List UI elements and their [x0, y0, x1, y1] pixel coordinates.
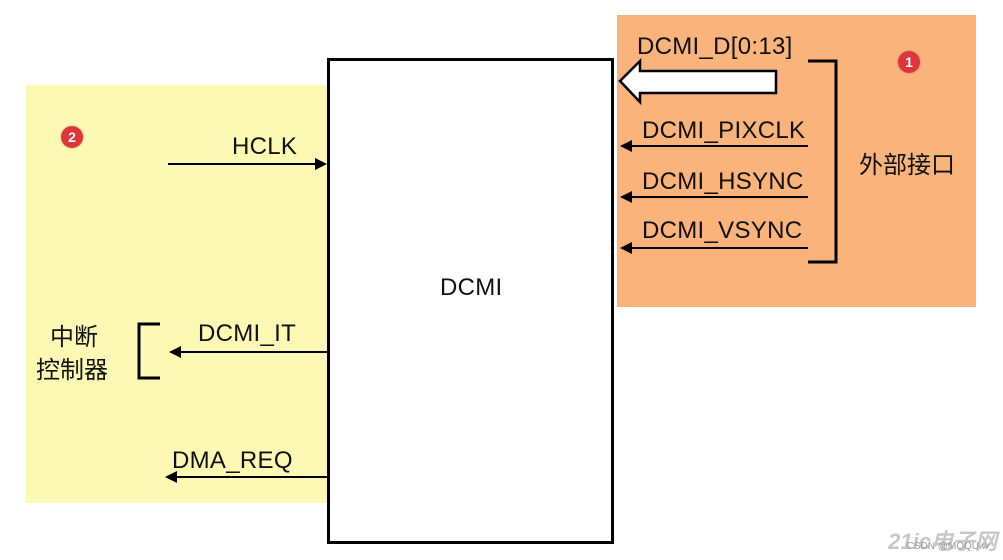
watermark-caption: CSDN @MOQU.w [906, 541, 989, 552]
external-zone-badge: 1 [898, 51, 920, 73]
hsync-label: DCMI_HSYNC [642, 168, 804, 195]
data-bus-label: DCMI_D[0:13] [637, 33, 793, 60]
interrupt-controller-label-line1: 中断 [50, 323, 98, 351]
dma-label: DMA_REQ [172, 447, 293, 474]
vsync-arrowhead [620, 242, 632, 254]
interrupt-controller-label-line2: 控制器 [36, 356, 108, 384]
pixclk-label: DCMI_PIXCLK [642, 117, 806, 144]
watermark-logo: 21ic电子网 [888, 529, 997, 554]
hsync-arrowhead [620, 191, 632, 203]
internal-zone [26, 85, 328, 503]
data-bus-arrow [618, 57, 778, 106]
dcmi-block-label: DCMI [440, 274, 503, 301]
dma-arrowhead [165, 471, 177, 483]
it-arrowhead [169, 346, 181, 358]
dcmi-block [327, 58, 614, 544]
internal-zone-badge: 2 [61, 126, 83, 148]
external-bracket [808, 59, 838, 264]
it-label: DCMI_IT [198, 320, 297, 347]
vsync-label: DCMI_VSYNC [642, 217, 803, 244]
hclk-arrowhead [315, 158, 327, 170]
hclk-label: HCLK [232, 133, 298, 160]
external-interface-label: 外部接口 [859, 151, 955, 179]
interrupt-bracket [137, 322, 160, 380]
pixclk-arrowhead [620, 140, 632, 152]
